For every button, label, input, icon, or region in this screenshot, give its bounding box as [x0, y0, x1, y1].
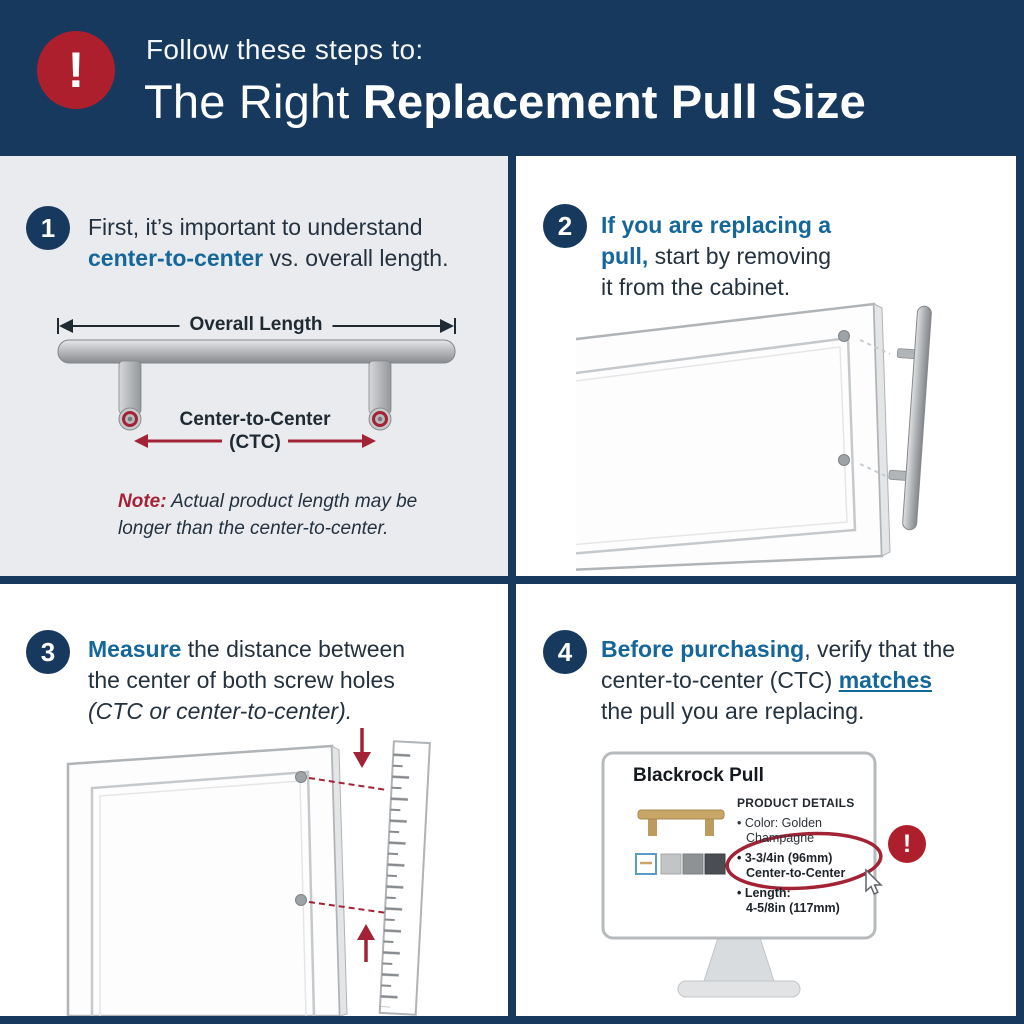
measuring-illustration — [66, 728, 431, 1016]
screw-hole-bottom — [295, 894, 307, 906]
step-4-line-2: center-to-center (CTC) matches — [601, 667, 933, 693]
step-3-number: 3 — [40, 636, 56, 667]
page-title: The Right Replacement Pull Size — [144, 74, 866, 129]
measure-guides — [308, 777, 388, 914]
product-image — [637, 809, 725, 836]
step-4-line-1: Before purchasing, verify that the — [601, 636, 956, 662]
step-3-panel: 3 Measure the distance between the cente… — [0, 584, 508, 1016]
step-3-text: Measure the distance between the center … — [88, 634, 405, 727]
highlight-ellipse — [725, 831, 883, 891]
product-title: Blackrock Pull — [633, 765, 764, 786]
pull-diagram — [57, 318, 456, 448]
step-4-panel: 4 Before purchasing, verify that the cen… — [516, 584, 1016, 1016]
step-2-line-2: pull, start by removing — [601, 243, 832, 269]
monitor-illustration — [601, 751, 883, 998]
step-2-line-1: If you are replacing a — [601, 212, 832, 238]
ctc-arrowhead-right — [362, 434, 376, 448]
step-3-badge: 3 — [26, 630, 70, 674]
product-thumbnails — [635, 853, 726, 875]
note-label: Note: — [118, 491, 167, 512]
pull-bar — [57, 339, 456, 364]
step-3-line-2: the center of both screw holes — [88, 667, 395, 693]
page-title-bold: Replacement Pull Size — [362, 75, 866, 128]
alert-icon: ! — [37, 31, 115, 109]
matches-link-text: matches — [838, 667, 933, 693]
alert-glyph: ! — [67, 42, 85, 98]
step-3-line-1: Measure the distance between — [88, 636, 406, 662]
thumbnail-3 — [682, 853, 704, 875]
step-1-number: 1 — [40, 212, 56, 243]
pull-post-right — [368, 360, 392, 415]
step-3-line-3: (CTC or center-to-center). — [88, 698, 353, 724]
screw-hole-bottom — [838, 454, 850, 466]
thumbnail-2 — [660, 853, 682, 875]
ctc-label: Center-to-Center (CTC) — [180, 408, 331, 454]
product-details: PRODUCT DETAILS • Color: Golden Champagn… — [737, 796, 875, 916]
header-intro: Follow these steps to: — [146, 34, 424, 65]
measure-arrow-top — [353, 728, 371, 768]
monitor-base — [677, 980, 801, 998]
pull-posts — [118, 360, 392, 415]
ctc-arrowhead-left — [134, 434, 148, 448]
ctc-label-line-1: Center-to-Center — [179, 409, 331, 430]
ruler — [378, 740, 431, 1016]
alignment-guides — [859, 339, 891, 479]
step-4-line-3: the pull you are replacing. — [601, 698, 865, 724]
screw-hole-right — [368, 407, 392, 431]
thumbnail-4 — [704, 853, 726, 875]
page-title-regular: The Right — [144, 75, 363, 128]
ctc-emphasis: center-to-center — [88, 245, 264, 271]
arrowhead-left — [59, 319, 73, 333]
screw-hole-top — [838, 330, 850, 342]
measure-arrow-bottom — [357, 924, 375, 962]
note-text: Note: Actual product length may be longe… — [118, 488, 417, 542]
detail-ctc: • 3-3/4in (96mm) Center-to-Center — [737, 851, 846, 880]
detail-length: • Length: 4-5/8in (117mm) — [737, 886, 840, 915]
step-1-badge: 1 — [26, 206, 70, 250]
note-line-1: Note: Actual product length may be — [118, 491, 418, 512]
step-2-number: 2 — [557, 210, 573, 241]
step-1-line-1: First, it’s important to understand — [88, 214, 423, 240]
cursor-icon — [865, 868, 883, 896]
header-panel: ! Follow these steps to: The Right Repla… — [0, 0, 1024, 156]
step-4-text: Before purchasing, verify that the cente… — [601, 634, 955, 727]
alert-icon: ! — [888, 825, 926, 863]
note-line-2: longer than the center-to-center. — [118, 518, 389, 539]
step-2-panel: 2 If you are replacing a pull, start by … — [516, 156, 1016, 576]
screw-hole-top — [295, 771, 307, 783]
step-1-text: First, it’s important to understand cent… — [88, 212, 448, 274]
step-2-text: If you are replacing a pull, start by re… — [601, 210, 831, 303]
monitor-stand — [703, 937, 775, 982]
product-details-heading: PRODUCT DETAILS — [737, 796, 855, 810]
detail-color: • Color: Golden Champagne — [737, 816, 822, 845]
step-4-number: 4 — [557, 636, 573, 667]
pull-post-left — [118, 360, 142, 415]
step-1-panel: 1 First, it’s important to understand ce… — [0, 156, 508, 576]
overall-length-label: Overall Length — [179, 314, 333, 336]
arrowhead-right — [440, 319, 454, 333]
step-1-line-2: center-to-center vs. overall length. — [88, 245, 449, 271]
ctc-label-line-2: (CTC) — [229, 432, 281, 453]
step-2-badge: 2 — [543, 204, 587, 248]
cabinet-door — [66, 744, 348, 1016]
removed-pull — [888, 305, 932, 531]
cabinet-door — [576, 302, 891, 571]
step-2-line-3: it from the cabinet. — [601, 274, 791, 300]
cabinet-removal-illustration — [576, 302, 932, 571]
step-4-badge: 4 — [543, 630, 587, 674]
alert-glyph: ! — [902, 829, 912, 858]
screw-hole-left — [118, 407, 142, 431]
